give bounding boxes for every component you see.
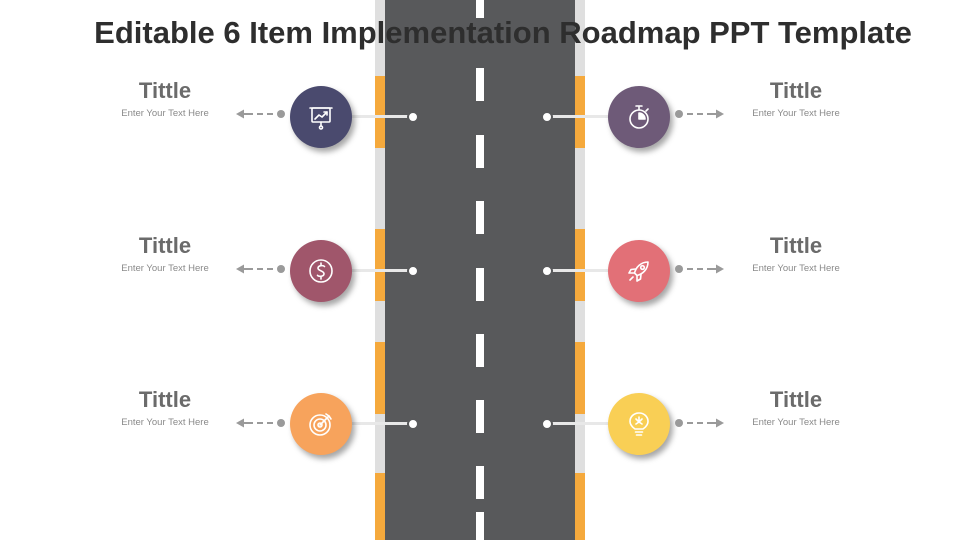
item-6-circle[interactable] [608,393,670,455]
connector-line [352,422,414,425]
target-icon [309,413,332,436]
lane-marking [476,135,484,168]
slide-title: Editable 6 Item Implementation Roadmap P… [94,15,912,50]
connector-line [352,269,414,272]
item-6-text: Enter Your Text Here [752,417,840,428]
connector-dot [407,111,419,123]
right-arrow-icon [675,418,724,428]
lane-marking [476,400,484,433]
item-5-circle[interactable] [608,240,670,302]
connector-line [352,115,414,118]
connector-dot [407,265,419,277]
left-arrow-icon [236,418,285,428]
lane-marking [476,512,484,540]
connector-line [547,422,609,425]
right-curb-marker [575,76,585,148]
lane-marking [476,334,484,367]
left-curb-marker [375,229,385,301]
dollar-icon [309,259,333,283]
connector-dot [541,265,553,277]
right-curb-marker [575,229,585,301]
connector-dot [407,418,419,430]
right-curb-marker [575,473,585,540]
item-4-text: Enter Your Text Here [752,108,840,119]
lane-marking [476,68,484,101]
item-2-text: Enter Your Text Here [121,263,209,274]
item-4-title: Tittle [769,78,823,103]
left-curb-marker [375,473,385,540]
lane-marking [476,268,484,301]
lane-marking [476,0,484,18]
item-5-text: Enter Your Text Here [752,263,840,274]
right-arrow-icon [675,264,724,274]
item-3-text: Enter Your Text Here [121,417,209,428]
connector-dot [541,418,553,430]
lightbulb-icon [629,412,649,436]
lane-marking [476,466,484,499]
left-arrow-icon [236,109,285,119]
item-4-circle[interactable] [608,86,670,148]
item-1-circle[interactable] [290,86,352,148]
left-arrow-icon [236,264,285,274]
item-2-title: Tittle [138,233,192,258]
item-3-circle[interactable] [290,393,352,455]
right-arrow-icon [675,109,724,119]
connector-dot [541,111,553,123]
right-curb-marker [575,342,585,414]
lane-marking [476,201,484,234]
item-1-title: Tittle [138,78,192,103]
item-2-circle[interactable] [290,240,352,302]
rocket-icon [628,261,649,282]
left-curb-marker [375,342,385,414]
item-6-title: Tittle [769,387,823,412]
item-5-title: Tittle [769,233,823,258]
item-3-title: Tittle [138,387,192,412]
stopwatch-icon [629,105,649,129]
item-1-text: Enter Your Text Here [121,108,209,119]
connector-line [547,115,609,118]
left-curb-marker [375,76,385,148]
connector-line [547,269,609,272]
presentation-chart-icon [309,107,333,130]
